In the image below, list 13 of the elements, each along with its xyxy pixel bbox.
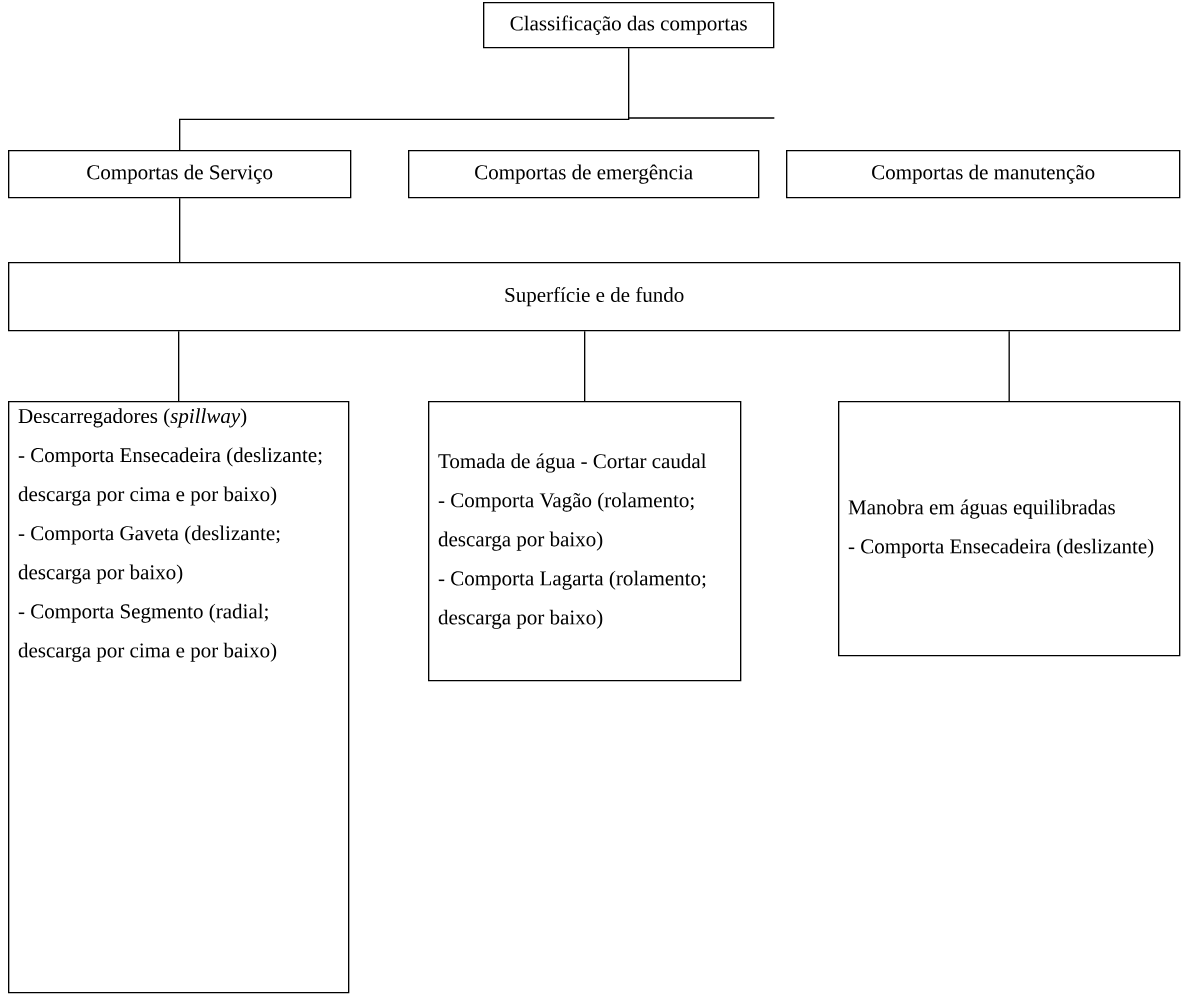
connector-line	[1008, 330, 1010, 402]
description-box: Manobra em águas equilibradas - Comporta Ensecadeira (deslizante)	[838, 401, 1181, 657]
heading-box: Classificação das comportas	[483, 2, 775, 49]
connector-line	[584, 330, 586, 402]
connector-line	[179, 47, 630, 151]
connector-line	[179, 197, 181, 263]
category-box: Comportas de manutenção	[786, 150, 1181, 199]
category-band: Superfície e de fundo	[8, 262, 1181, 332]
description-box: Descarregadores (spillway) - Comporta Ensecadeira (deslizante; descarga por cima e por baixo) - Comporta Gaveta (deslizante; descarga por baixo) - Comporta Segmento (radial; descarga por cima e por baixo)	[8, 401, 350, 994]
category-box: Comportas de emergência	[408, 150, 760, 199]
connector-line	[178, 330, 180, 402]
description-box: Tomada de água - Cortar caudal - Comporta Vagão (rolamento; descarga por baixo) - Comporta Lagarta (rolamento; descarga por baixo)	[428, 401, 742, 682]
category-box: Comportas de Serviço	[8, 150, 352, 199]
